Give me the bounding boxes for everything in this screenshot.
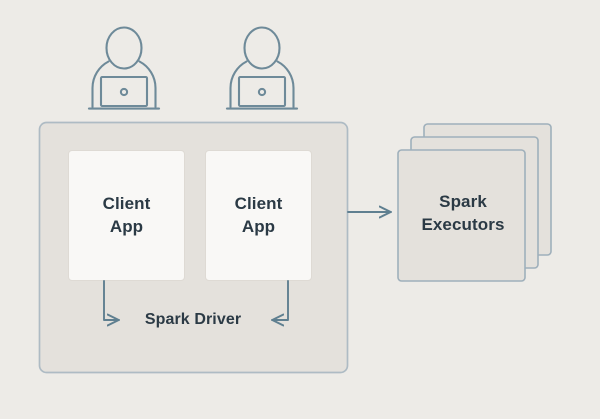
connector-client-app-1-to-driver (103, 280, 120, 320)
spark-executors-card-front (397, 149, 526, 282)
person-with-laptop-icon (225, 26, 299, 110)
connector-client-app-2-to-driver (271, 280, 289, 320)
client-app-card[interactable] (68, 150, 185, 281)
client-app-card[interactable] (205, 150, 312, 281)
spark-executors-stack[interactable] (397, 123, 552, 282)
person-with-laptop-icon (87, 26, 161, 110)
